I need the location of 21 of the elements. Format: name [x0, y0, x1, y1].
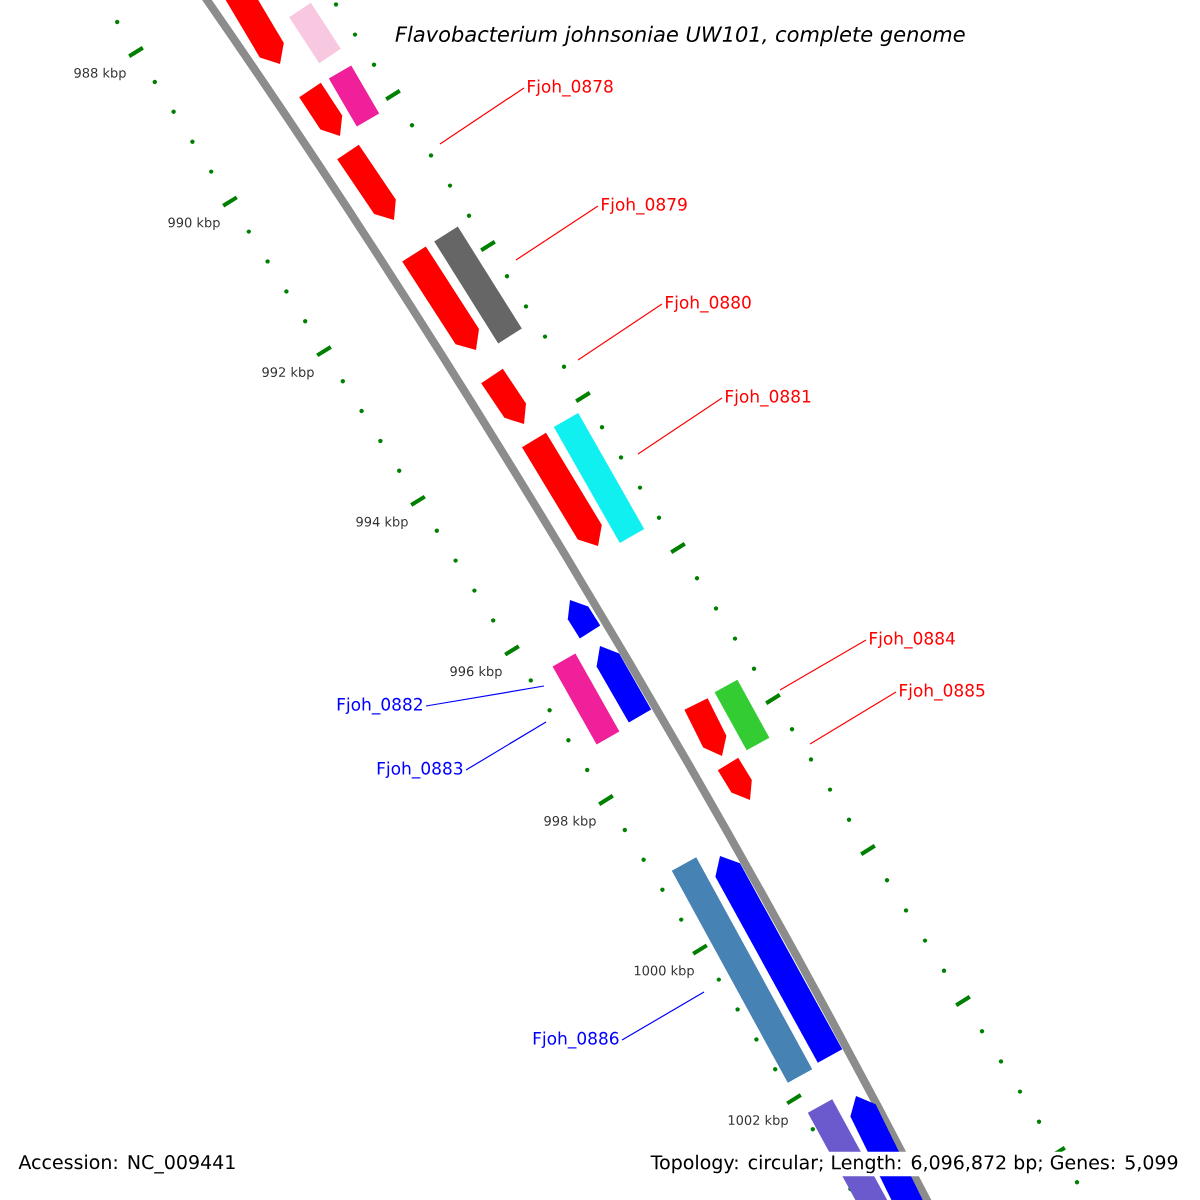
accession-text: Accession: NC_009441 [18, 1154, 235, 1174]
leader-line [779, 639, 867, 691]
gene-label: Fjoh_0882 [337, 697, 422, 715]
leader-line [465, 721, 547, 771]
gene-label: Fjoh_0879 [602, 197, 687, 215]
leader-line [439, 87, 525, 145]
gene-label: Fjoh_0884 [870, 631, 955, 649]
leader-line [809, 691, 897, 745]
leader-line [621, 991, 705, 1041]
gene-label: Fjoh_0886 [533, 1031, 619, 1049]
genome-info-text: Topology: circular; Length: 6,096,872 bp; Genes: 5,099 [647, 1151, 1182, 1177]
leader-line [515, 205, 599, 261]
leader-line [577, 303, 663, 361]
gene-label: Fjoh_0883 [377, 761, 463, 779]
leader-line [637, 397, 723, 455]
gene-label: Fjoh_0885 [900, 683, 985, 701]
gene-label: Fjoh_0880 [666, 295, 751, 313]
gene-label: Fjoh_0878 [528, 79, 613, 97]
gene-label: Fjoh_0881 [726, 389, 811, 407]
leader-line [425, 685, 545, 707]
title: Flavobacterium johnsoniae UW101, complete genome [390, 21, 970, 51]
